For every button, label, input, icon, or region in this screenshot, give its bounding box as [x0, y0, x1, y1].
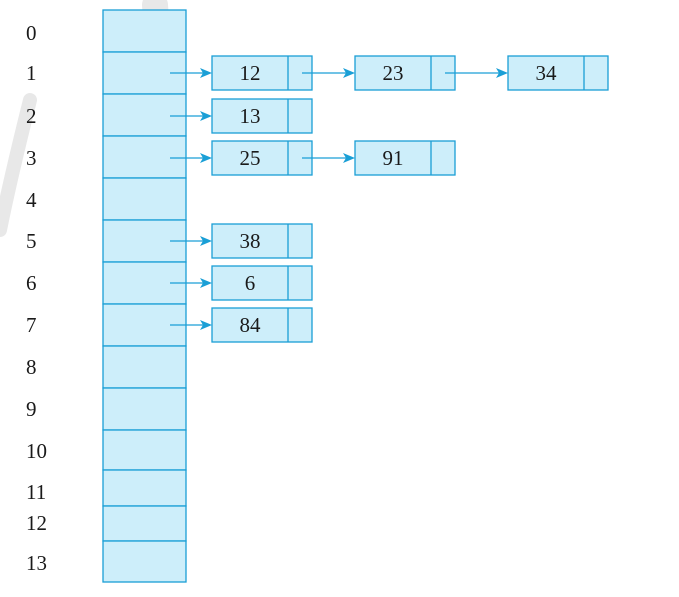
chain-2: 13: [170, 98, 313, 134]
hash-table-slots: [102, 9, 187, 583]
list-node: 84: [211, 307, 313, 343]
slot-index-13: 13: [26, 551, 47, 575]
table-slot-9: [102, 387, 187, 431]
slot-index-5: 5: [26, 229, 37, 253]
slot-index-2: 2: [26, 104, 37, 128]
next-pointer-arrow: [302, 68, 355, 78]
slot-index-4: 4: [26, 188, 37, 212]
node-value: 84: [240, 313, 262, 337]
pointer-arrow-slot-6: [170, 278, 212, 288]
slot-index-11: 11: [26, 480, 46, 504]
table-slot-13: [102, 540, 187, 583]
slot-index-3: 3: [26, 146, 37, 170]
chain-5: 38: [170, 223, 313, 259]
node-value: 25: [240, 146, 261, 170]
pointer-arrow-slot-7: [170, 320, 212, 330]
slot-index-6: 6: [26, 271, 37, 295]
chain-7: 84: [170, 307, 313, 343]
pointer-arrow-slot-2: [170, 111, 212, 121]
slot-index-1: 1: [26, 61, 37, 85]
list-node: 25: [211, 140, 313, 176]
node-value: 6: [245, 271, 256, 295]
chain-1: 12 23 34: [170, 55, 609, 91]
node-value: 13: [240, 104, 261, 128]
list-node: 13: [211, 98, 313, 134]
table-slot-3: [102, 135, 187, 179]
table-slot-0: [102, 9, 187, 53]
node-value: 12: [240, 61, 261, 85]
slot-index-0: 0: [26, 21, 37, 45]
slot-index-10: 10: [26, 439, 47, 463]
chain-6: 6: [170, 265, 313, 301]
next-pointer-arrow: [302, 153, 355, 163]
list-node: 6: [211, 265, 313, 301]
list-node: 91: [354, 140, 456, 176]
table-slot-4: [102, 177, 187, 221]
node-value: 23: [383, 61, 404, 85]
node-value: 38: [240, 229, 261, 253]
slot-index-9: 9: [26, 397, 37, 421]
list-node: 38: [211, 223, 313, 259]
watermark-arc-lower: [0, 93, 37, 237]
chain-3: 25 91: [170, 140, 456, 176]
list-node: 12: [211, 55, 313, 91]
list-node: 34: [507, 55, 609, 91]
pointer-arrow-slot-5: [170, 236, 212, 246]
table-slot-10: [102, 429, 187, 471]
node-value: 34: [536, 61, 558, 85]
chains: 12 23 34 13 25 91 38 6 84: [170, 55, 609, 343]
slot-index-12: 12: [26, 511, 47, 535]
table-slot-11: [102, 469, 187, 507]
slot-index-8: 8: [26, 355, 37, 379]
list-node: 23: [354, 55, 456, 91]
pointer-arrow-slot-1: [170, 68, 212, 78]
table-slot-2: [102, 93, 187, 137]
table-slot-8: [102, 345, 187, 389]
table-slot-12: [102, 505, 187, 542]
slot-index-7: 7: [26, 313, 37, 337]
pointer-arrow-slot-3: [170, 153, 212, 163]
node-value: 91: [383, 146, 404, 170]
next-pointer-arrow: [445, 68, 508, 78]
